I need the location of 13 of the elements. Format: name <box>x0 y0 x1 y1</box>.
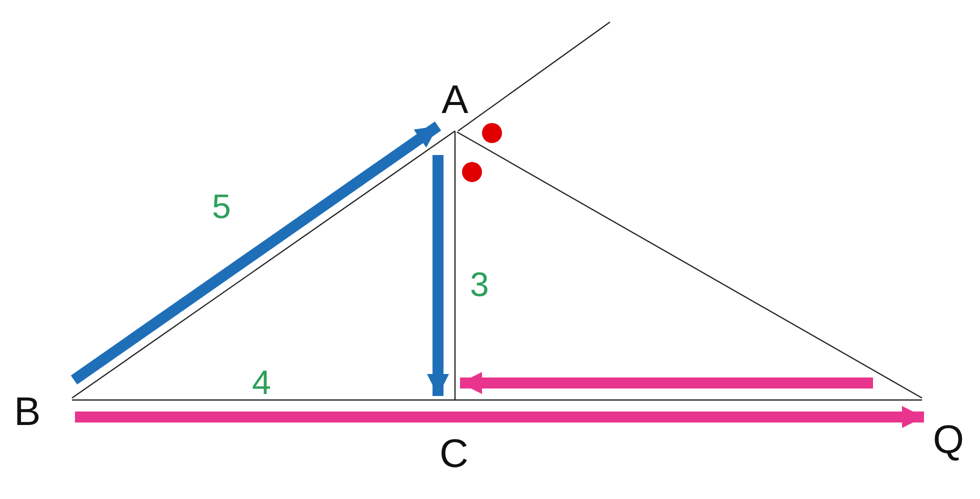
point-label: Q <box>914 402 964 460</box>
arrow <box>427 155 449 396</box>
line-segment <box>456 131 922 399</box>
arrow <box>460 372 873 394</box>
point-label: C <box>434 402 474 474</box>
length-label: 5 <box>212 190 231 224</box>
line-segment <box>72 399 922 401</box>
line-segment <box>454 131 456 400</box>
point-label: B <box>14 390 70 434</box>
point-label: A <box>436 80 474 130</box>
arrow <box>75 406 924 428</box>
length-label: 4 <box>252 366 271 400</box>
length-label: 3 <box>470 268 489 302</box>
